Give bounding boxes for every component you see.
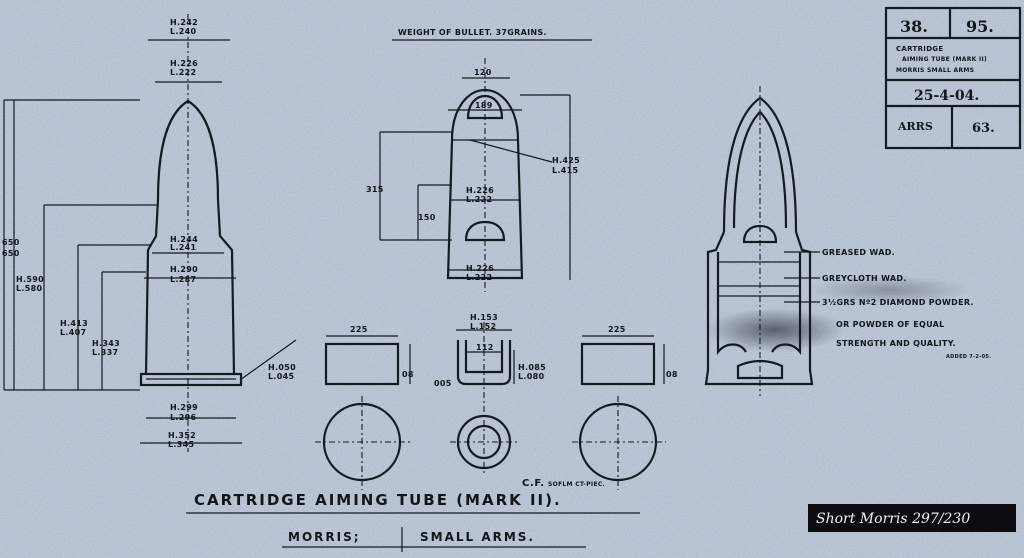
label-powder: 3½GRS Nº2 DIAMOND POWDER. — [822, 297, 974, 307]
cap-height-l: L.080 — [518, 372, 544, 381]
dim-overall-h: 650 — [2, 238, 20, 247]
label-greased-wad: GREASED WAD. — [822, 248, 895, 257]
bullet-mid-dim: 189 — [475, 101, 493, 110]
subtitle-left: MORRIS; — [288, 530, 361, 544]
dim-neck-l: L.241 — [170, 243, 196, 252]
wad1-height: 08 — [402, 370, 414, 379]
rim-leader — [239, 339, 297, 381]
cap-inner — [464, 340, 504, 374]
label-greycloth-wad: GREYCLOTH WAD. — [822, 274, 907, 283]
dim-tip-h: H.226 — [170, 59, 198, 68]
section-bullet-outline — [722, 96, 798, 233]
bullet-dimension-labels: 120 189 H.425 L.415 315 150 H.226 L.222 … — [366, 68, 580, 282]
dim-top-h: H.242 — [170, 18, 198, 27]
wad2-height: 08 — [666, 370, 678, 379]
dim-height-l: L.580 — [16, 284, 42, 293]
dim-neck-h: H.244 — [170, 235, 198, 244]
case-body-outline — [144, 199, 236, 375]
wad-right-side — [580, 342, 656, 386]
dim-foot-h: H.352 — [168, 431, 196, 440]
bullet-top-dim: 120 — [474, 68, 492, 77]
cartridge-side-view — [13, 14, 297, 452]
bullet-inner-l: L.222 — [466, 195, 492, 204]
bullet-left-dim: 315 — [366, 185, 384, 194]
cap-side-label: 005 — [434, 379, 452, 388]
section-case-inner — [716, 252, 802, 356]
stamp-text: Short Morris 297/230 — [816, 511, 970, 527]
ink-smudge-2 — [810, 276, 970, 304]
dim-tip-l: L.222 — [170, 68, 196, 77]
dim-body-h: H.290 — [170, 265, 198, 274]
wad2-width: 225 — [608, 325, 626, 334]
bullet-low-dim: 150 — [418, 213, 436, 222]
label-small-note: ADDED 7-2-05. — [946, 354, 991, 360]
cap-width-h: H.153 — [470, 313, 498, 322]
dim-overall-l: 650 — [2, 249, 20, 258]
dim-base-h: H.299 — [170, 403, 198, 412]
stamp-background — [808, 504, 1016, 532]
wad-left-side — [324, 342, 400, 386]
cartridge-section-view — [704, 86, 820, 396]
dim-low-h: H.343 — [92, 339, 120, 348]
section-primer — [736, 359, 784, 380]
main-title: CARTRIDGE AIMING TUBE (MARK II). — [194, 491, 562, 509]
cap-inner-label: 112 — [476, 343, 494, 352]
dim-foot-l: L.345 — [168, 440, 194, 449]
section-case-outline — [704, 231, 814, 386]
cap-label: C.F. — [522, 478, 545, 489]
dim-rim-l: L.045 — [268, 372, 294, 381]
title-line3: MORRIS SMALL ARMS — [896, 67, 974, 74]
weight-note: WEIGHT OF BULLET. 37GRAINS. — [398, 28, 547, 37]
bullet-inner-h: H.226 — [466, 186, 494, 195]
title-cell-right: 63. — [972, 121, 995, 136]
left-dimension-labels: H.242 L.240 H.226 L.222 H.244 L.241 H.29… — [2, 18, 296, 449]
dim-rim-h: H.050 — [268, 363, 296, 372]
label-or-powder: OR POWDER OF EQUAL — [836, 320, 945, 329]
title-line2: AIMING TUBE (MARK II) — [902, 56, 987, 63]
bullet-detail-view — [379, 58, 571, 292]
wad1-width: 225 — [350, 325, 368, 334]
dim-top-l: L.240 — [170, 27, 196, 36]
title-date: 25-4-04. — [914, 88, 979, 104]
cap-note: SOFLM CT-PIEC. — [548, 481, 605, 488]
dim-height-h: H.590 — [16, 275, 44, 284]
bullet-side-h: H.425 — [552, 156, 580, 165]
section-labels: GREASED WAD. GREYCLOTH WAD. 3½GRS Nº2 DI… — [822, 248, 991, 360]
bullet-base-h: H.226 — [466, 264, 494, 273]
dim-body-l: L.287 — [170, 275, 196, 284]
cap-height-h: H.085 — [518, 363, 546, 372]
dim-low-l: L.337 — [92, 348, 118, 357]
cap-width-l: L.152 — [470, 322, 496, 331]
dim-mid-l: L.407 — [60, 328, 86, 337]
dim-base-l: L.296 — [170, 413, 196, 422]
title-number-right: 95. — [966, 17, 994, 36]
label-strength: STRENGTH AND QUALITY. — [836, 339, 956, 348]
bullet-base-l: L.222 — [466, 273, 492, 282]
title-number-left: 38. — [900, 17, 928, 36]
dim-mid-h: H.413 — [60, 319, 88, 328]
title-block: 38. 95. CARTRIDGE AIMING TUBE (MARK II) … — [884, 6, 1022, 150]
title-line1: CARTRIDGE — [896, 45, 943, 53]
section-bullet-inner — [732, 110, 788, 229]
wad-and-cap-views — [315, 322, 666, 490]
subtitle-right: SMALL ARMS. — [420, 530, 535, 544]
wad-dimension-labels: 225 08 H.153 L.152 112 H.085 L.080 005 2… — [350, 313, 678, 489]
bullet-side-leader — [469, 139, 553, 163]
bullet-side-l: L.415 — [552, 166, 578, 175]
title-cell-left: ARRS — [897, 120, 933, 133]
